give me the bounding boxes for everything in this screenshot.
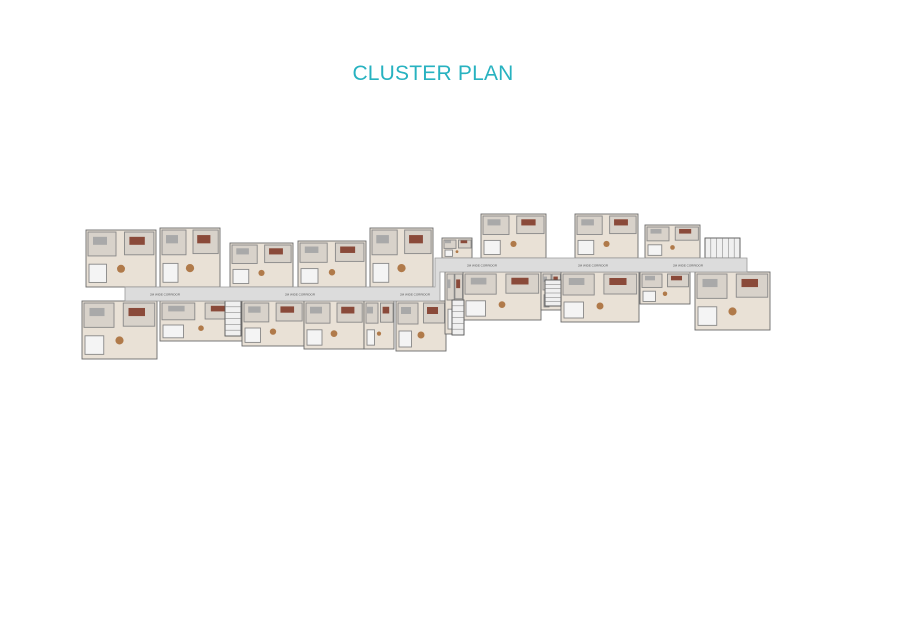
- corridor-label: 2M WIDE CORRIDOR: [400, 293, 431, 297]
- bed-icon: [511, 277, 529, 285]
- dining-table-icon: [376, 331, 382, 336]
- bed-icon: [679, 228, 692, 234]
- bathroom: [563, 301, 584, 319]
- bedroom: [443, 239, 457, 249]
- bed-icon: [650, 228, 662, 234]
- dining-table-icon: [596, 302, 604, 310]
- corridor-label: 2M WIDE CORRIDOR: [150, 293, 181, 297]
- bed-icon: [341, 306, 355, 314]
- dining-table-icon: [185, 263, 195, 273]
- bathroom: [697, 306, 718, 326]
- dining-table-icon: [330, 330, 338, 338]
- dining-table-icon: [258, 269, 265, 277]
- bed-icon: [470, 277, 487, 285]
- bathroom: [162, 324, 184, 339]
- bed-icon: [521, 219, 536, 226]
- dining-table-icon: [455, 250, 459, 254]
- bed-icon: [89, 307, 105, 317]
- corridor-label: 2M WIDE CORRIDOR: [673, 264, 704, 268]
- bed-icon: [248, 306, 261, 313]
- dining-table-icon: [662, 291, 668, 297]
- bed-icon: [741, 278, 758, 288]
- dining-table-icon: [269, 328, 277, 335]
- bed-icon: [409, 235, 423, 244]
- bed-icon: [456, 279, 461, 289]
- corridor-west: [124, 257, 748, 302]
- bed-icon: [210, 305, 229, 312]
- bed-icon: [304, 246, 319, 253]
- bathroom: [306, 329, 323, 346]
- dining-table-icon: [728, 307, 737, 316]
- bathroom: [642, 290, 656, 302]
- bed-icon: [166, 235, 178, 244]
- bed-icon: [645, 275, 655, 281]
- bed-icon: [427, 307, 438, 314]
- bathroom: [88, 263, 107, 283]
- bathroom: [244, 327, 261, 343]
- dining-table-icon: [510, 240, 517, 247]
- bed-icon: [609, 278, 627, 285]
- bathroom: [465, 300, 486, 317]
- bathroom: [366, 329, 375, 346]
- dining-table-icon: [198, 325, 204, 332]
- bathroom: [372, 262, 390, 283]
- bed-icon: [93, 236, 107, 245]
- bathroom: [398, 330, 412, 348]
- bed-icon: [168, 305, 185, 312]
- dining-table-icon: [417, 331, 425, 339]
- bed-icon: [460, 240, 468, 244]
- dining-table-icon: [115, 336, 124, 345]
- corridor-label: 2M WIDE CORRIDOR: [578, 264, 609, 268]
- dining-table-icon: [397, 263, 406, 273]
- bed-icon: [445, 240, 451, 244]
- bathroom: [577, 239, 595, 255]
- bed-icon: [446, 279, 451, 289]
- dining-table-icon: [498, 301, 506, 309]
- bed-icon: [128, 307, 145, 317]
- bed-icon: [702, 278, 718, 288]
- bathroom: [483, 239, 501, 255]
- bed-icon: [487, 219, 501, 226]
- bed-icon: [401, 307, 411, 314]
- bed-icon: [197, 235, 211, 244]
- bedroom: [458, 239, 472, 249]
- page-title: CLUSTER PLAN: [352, 62, 514, 85]
- bathroom: [162, 262, 179, 283]
- bathroom: [300, 268, 319, 284]
- bed-icon: [340, 246, 356, 253]
- bed-icon: [581, 219, 594, 226]
- bathroom: [444, 249, 453, 257]
- corridor-label: 2M WIDE CORRIDOR: [285, 293, 316, 297]
- bathroom: [647, 244, 663, 256]
- bed-icon: [280, 306, 295, 313]
- bed-icon: [543, 276, 547, 282]
- bed-icon: [553, 276, 558, 282]
- bed-icon: [269, 248, 283, 255]
- bed-icon: [568, 278, 585, 285]
- bathroom: [232, 268, 250, 284]
- dining-table-icon: [117, 264, 125, 273]
- bed-icon: [614, 219, 628, 226]
- bed-icon: [310, 306, 322, 314]
- bathroom: [84, 335, 105, 355]
- bed-icon: [367, 306, 373, 314]
- dining-table-icon: [603, 240, 610, 247]
- bed-icon: [382, 306, 390, 314]
- bed-icon: [671, 275, 682, 281]
- dining-table-icon: [328, 269, 336, 276]
- bed-icon: [376, 235, 389, 244]
- bed-icon: [236, 248, 249, 255]
- bed-icon: [129, 236, 145, 245]
- corridor-label: 2M WIDE CORRIDOR: [467, 264, 498, 268]
- dining-table-icon: [670, 245, 675, 250]
